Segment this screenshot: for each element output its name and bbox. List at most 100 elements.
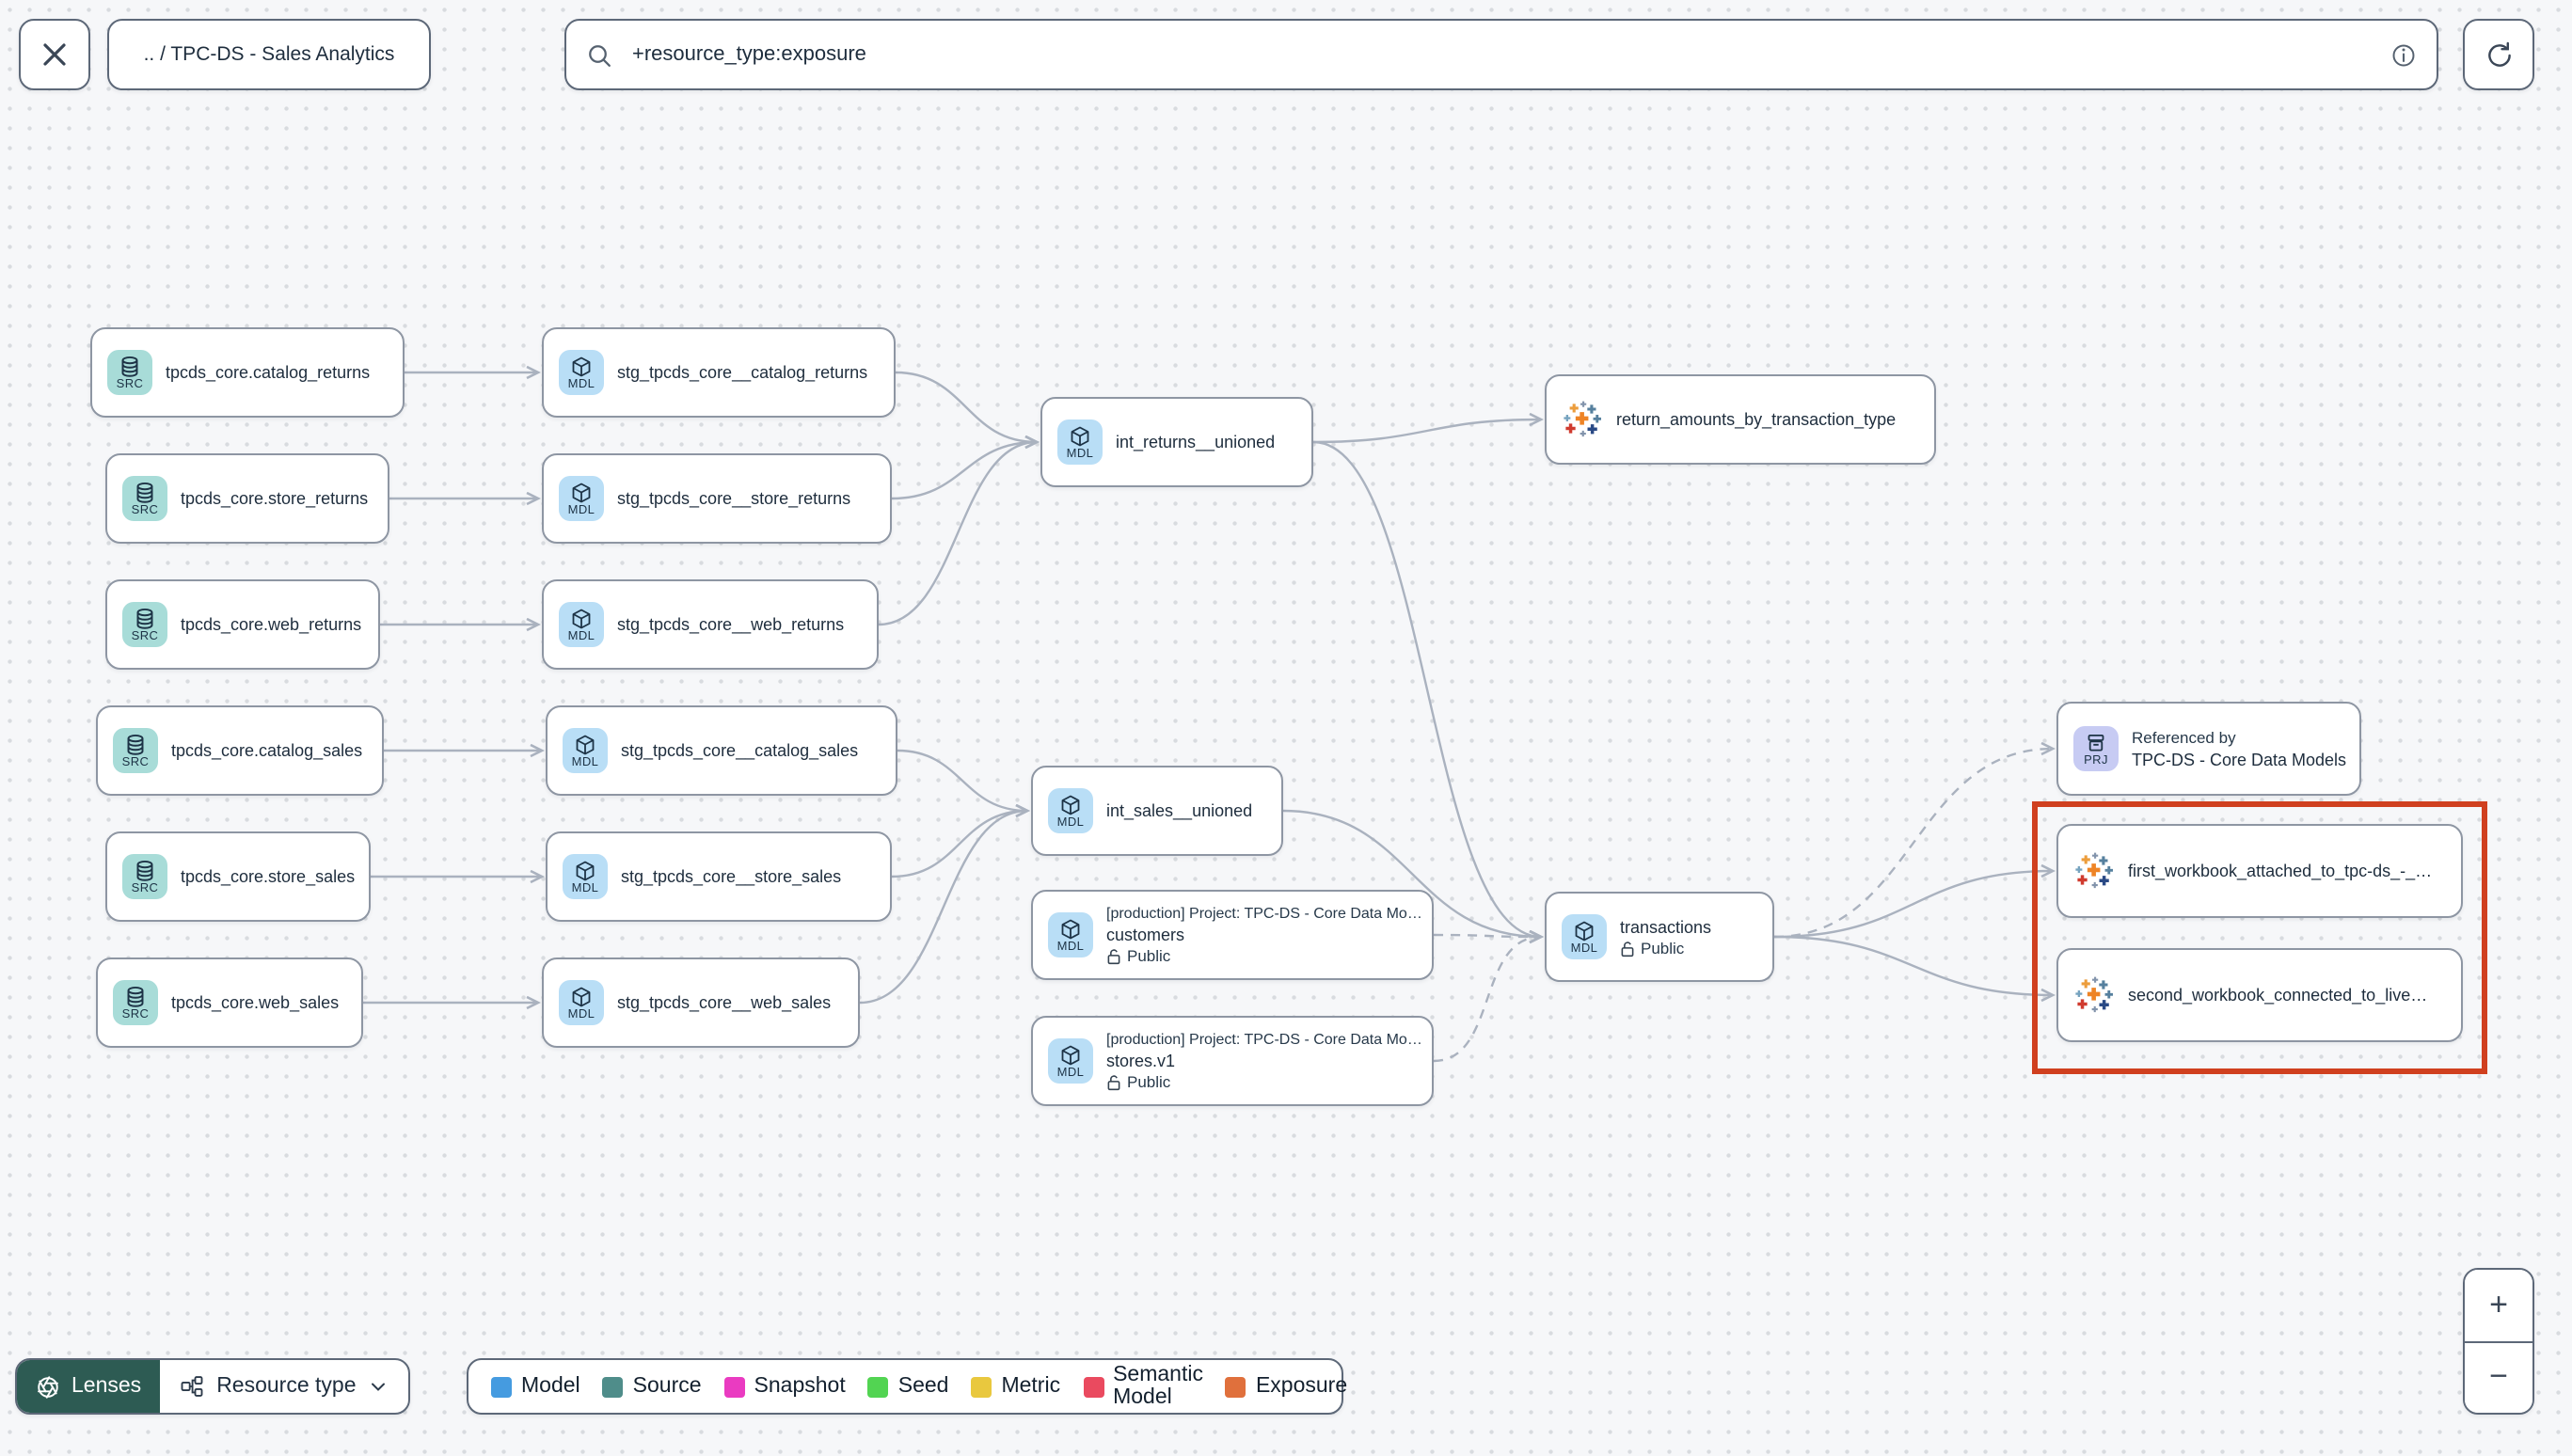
- node-text: [production] Project: TPC-DS - Core Data…: [1106, 1029, 1422, 1093]
- legend-label: Source: [632, 1375, 702, 1398]
- node-label: stg_tpcds_core__store_returns: [617, 489, 851, 508]
- node-second-workbook[interactable]: second_workbook_connected_to_live…: [2056, 948, 2463, 1042]
- resource-badge: MDL: [567, 629, 595, 642]
- access-label: Public: [1641, 938, 1685, 957]
- refresh-icon: [2483, 39, 2515, 71]
- node-label: tpcds_core.web_sales: [171, 993, 340, 1012]
- legend-swatch: [971, 1376, 992, 1397]
- source-icon: SRC: [122, 854, 167, 899]
- node-label: tpcds_core.catalog_returns: [166, 363, 371, 382]
- legend-item-exposure: Exposure: [1225, 1375, 1347, 1398]
- node-label: return_amounts_by_transaction_type: [1616, 410, 1897, 429]
- info-icon[interactable]: [2389, 40, 2418, 69]
- resource-badge: SRC: [131, 503, 159, 516]
- node-text: first_workbook_attached_to_tpc-ds_-_…: [2128, 860, 2432, 882]
- node-label: stg_tpcds_core__web_sales: [617, 993, 832, 1012]
- node-text: second_workbook_connected_to_live…: [2128, 984, 2427, 1006]
- search-icon: [585, 40, 613, 69]
- node-first-workbook[interactable]: first_workbook_attached_to_tpc-ds_-_…: [2056, 824, 2463, 918]
- legend-item-model: Model: [491, 1375, 580, 1398]
- node-label: stg_tpcds_core__web_returns: [617, 615, 845, 634]
- legend-swatch: [723, 1376, 745, 1397]
- project-line: [production] Project: TPC-DS - Core Data…: [1106, 1031, 1422, 1048]
- edge-int-returns-unioned-to-return-amounts-exposure: [1312, 412, 1544, 444]
- node-src-catalog-returns[interactable]: SRC tpcds_core.catalog_returns: [90, 327, 405, 418]
- node-return-amounts-exposure[interactable]: return_amounts_by_transaction_type: [1545, 374, 1936, 465]
- node-text: int_sales__unioned: [1106, 799, 1252, 822]
- node-text: stg_tpcds_core__catalog_returns: [617, 361, 867, 384]
- node-label: stores.v1: [1106, 1052, 1176, 1070]
- edge-stg-store-returns-to-int-returns-unioned: [891, 435, 1040, 500]
- legend-swatch: [1083, 1376, 1104, 1397]
- source-icon: SRC: [107, 350, 152, 395]
- node-customers[interactable]: MDL[production] Project: TPC-DS - Core D…: [1031, 890, 1434, 980]
- search-input[interactable]: [628, 41, 2374, 68]
- breadcrumb[interactable]: .. / TPC-DS - Sales Analytics: [107, 19, 431, 90]
- legend-label: Model: [521, 1375, 580, 1398]
- model-icon: MDL: [563, 854, 608, 899]
- search-bar[interactable]: [564, 19, 2438, 90]
- resource-type-icon: [179, 1373, 205, 1400]
- resource-badge: MDL: [1056, 940, 1085, 953]
- zoom-out-button[interactable]: −: [2465, 1342, 2532, 1413]
- node-text: tpcds_core.web_returns: [181, 613, 361, 636]
- node-src-catalog-sales[interactable]: SRC tpcds_core.catalog_sales: [96, 705, 384, 796]
- node-stg-web-returns[interactable]: MDL stg_tpcds_core__web_returns: [542, 579, 879, 670]
- edge-transactions-to-second-workbook: [1773, 935, 2056, 1003]
- node-stg-catalog-returns[interactable]: MDL stg_tpcds_core__catalog_returns: [542, 327, 896, 418]
- legend-item-source: Source: [602, 1375, 702, 1398]
- legend-item-semantic-model: Semantic Model: [1083, 1364, 1203, 1409]
- node-label: tpcds_core.web_returns: [181, 615, 362, 634]
- node-label: int_sales__unioned: [1106, 801, 1253, 820]
- node-stg-catalog-sales[interactable]: MDL stg_tpcds_core__catalog_sales: [546, 705, 897, 796]
- edge-stg-web-returns-to-int-returns-unioned: [878, 435, 1040, 626]
- node-stores-v1[interactable]: MDL [production] Project: TPC-DS - Core D…: [1031, 1016, 1434, 1106]
- node-label: int_returns__unioned: [1116, 433, 1276, 451]
- project-icon: PRJ: [2073, 726, 2119, 771]
- lenses-control[interactable]: Lenses Resource type: [15, 1358, 411, 1415]
- model-icon: MDL: [559, 980, 604, 1025]
- legend-item-metric: Metric: [971, 1375, 1060, 1398]
- model-icon: MDL: [559, 350, 604, 395]
- node-text: stg_tpcds_core__catalog_sales: [621, 739, 858, 762]
- edge-stg-store-sales-to-int-sales-unioned: [891, 803, 1030, 878]
- source-icon: SRC: [122, 476, 167, 521]
- legend-item-snapshot: Snapshot: [723, 1375, 846, 1398]
- lens-aperture-icon: [36, 1374, 60, 1399]
- lenses-button[interactable]: Lenses: [17, 1360, 161, 1413]
- node-text: tpcds_core.web_sales: [171, 991, 339, 1014]
- node-label: customers: [1106, 926, 1185, 944]
- resource-badge: MDL: [1056, 1066, 1085, 1079]
- access-line: Public: [1106, 946, 1422, 967]
- model-icon: MDL: [1048, 1038, 1093, 1084]
- model-icon: MDL: [559, 602, 604, 647]
- tableau-exposure-icon: [2073, 974, 2115, 1016]
- close-button[interactable]: [19, 19, 90, 90]
- resource-type-dropdown[interactable]: Resource type: [160, 1360, 408, 1413]
- refresh-button[interactable]: [2463, 19, 2534, 90]
- resource-badge: MDL: [571, 881, 599, 894]
- zoom-controls[interactable]: + −: [2463, 1268, 2534, 1415]
- resource-badge: MDL: [567, 503, 595, 516]
- zoom-in-button[interactable]: +: [2465, 1270, 2532, 1342]
- node-label: tpcds_core.catalog_sales: [171, 741, 363, 760]
- node-stg-store-returns[interactable]: MDL stg_tpcds_core__store_returns: [542, 453, 892, 544]
- node-stg-web-sales[interactable]: MDL stg_tpcds_core__web_sales: [542, 957, 860, 1048]
- access-line: Public: [1106, 1072, 1422, 1093]
- close-icon: [40, 40, 70, 70]
- model-icon: MDL: [563, 728, 608, 773]
- source-icon: SRC: [113, 728, 158, 773]
- legend-label: Snapshot: [754, 1375, 846, 1398]
- node-text: transactions Public: [1620, 915, 1711, 958]
- node-text: tpcds_core.catalog_sales: [171, 739, 362, 762]
